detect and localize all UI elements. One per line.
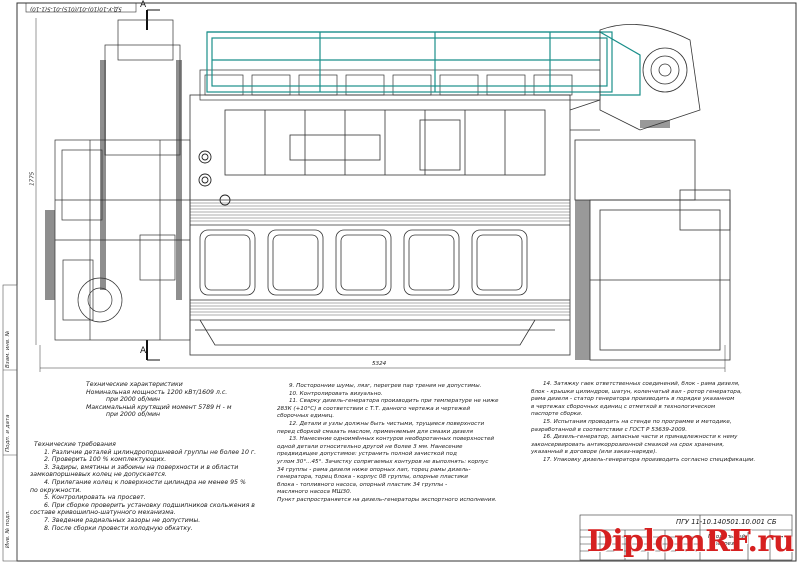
title-block-sheet: 17 — [776, 536, 784, 542]
specs-line: при 2000 об/мин — [106, 411, 161, 419]
technical-requirements-left: Технические требования 1. Различие детал… — [30, 441, 256, 532]
technical-requirements-middle: 9. Посторонние шумы, лязг, перегрев пар … — [277, 383, 498, 505]
requirement-item: углом 30°...45°. Зачистку сопрягаемых ко… — [277, 458, 489, 465]
brand-watermark: DiplomRF.ru — [586, 524, 795, 559]
requirement-item: замковпоршневых колец не допускается. — [30, 471, 167, 479]
requirement-item: по окружности. — [30, 486, 82, 494]
requirement-item: 14. Затяжку гаек ответственных соединени… — [543, 381, 740, 387]
requirement-item: 1. Различие деталей цилиндропоршневой гр… — [44, 448, 257, 456]
requirement-item: блок - крышки цилиндров, шатун, коленчат… — [531, 388, 743, 395]
specs-line: при 2000 об/мин — [106, 396, 161, 404]
specs-heading: Технические характеристики — [86, 381, 183, 388]
requirement-item: 4. Прилегание колец к поверхности цилинд… — [44, 478, 246, 486]
requirements-heading: Технические требования — [34, 441, 116, 448]
requirement-item: сборочных единиц. — [277, 413, 335, 420]
requirement-item: одной детали относительно другой не боле… — [277, 443, 463, 450]
top-drawing-code: 5Д-У-10(10)-01/(015)-01-5(1-10) — [30, 5, 122, 12]
requirement-item: масляного насоса МШ30. — [277, 489, 352, 496]
requirement-item: 15. Испытания проводить на стенде по про… — [543, 418, 732, 425]
requirement-item: перед сборкой смазать маслом, применяемы… — [277, 428, 473, 435]
requirement-item: 13. Нанесение одноимённых контуров необо… — [289, 436, 495, 443]
requirement-item: 3. Задиры, вмятины и забоины на поверхно… — [44, 463, 239, 471]
specs-line: Максимальный крутящий момент 5789 Н - м — [86, 403, 232, 411]
section-mark-bottom: А — [140, 346, 147, 356]
side-label: Взам. инв. № — [5, 330, 11, 368]
requirement-item: указанный в договоре (или заказ-наряде). — [531, 449, 658, 456]
requirement-item: составе кривошипно-шатунного механизма. — [30, 509, 176, 517]
requirement-item: 2. Проверить 100 % комплектующих. — [44, 456, 167, 464]
requirement-item: 34 группы - рама дизеля ниже опорных лап… — [277, 466, 471, 473]
requirement-item: Пункт распространяется на дизель-генерат… — [277, 496, 497, 503]
requirement-item: блока - топливного насоса, опорный пласт… — [277, 481, 448, 488]
specs-line: Номинальная мощность 1200 кВт/1609 л.с. — [86, 388, 228, 396]
requirement-item: 17. Упаковку дизель-генератора производи… — [543, 456, 756, 463]
section-mark-top: А — [140, 0, 147, 10]
requirement-item: рама дизеля - статор генератора производ… — [531, 396, 735, 403]
requirement-item: 16. Дизель-генератор, запасные части и п… — [543, 434, 738, 441]
requirement-item: 7. Зведение радиальных зазоры не допусти… — [44, 516, 201, 524]
side-label: Инв. № подл. — [5, 510, 11, 548]
title-block-name-1: Продольный — [708, 534, 746, 540]
requirement-item: 5. Контролировать на просвет. — [44, 494, 146, 502]
requirement-item: 283К (+10°С) в соответствии с Т.Т. данно… — [277, 405, 470, 412]
requirement-item: паспорте сборки. — [531, 411, 583, 418]
dimension-height: 1775 — [29, 171, 36, 186]
requirement-item: законсервировать антикоррозионной смазко… — [531, 441, 725, 448]
requirement-item: разработанной в соответствии с ГОСТ Р 53… — [531, 426, 688, 433]
side-label: Подп. и дата — [5, 414, 11, 452]
requirement-item: генератора, торец блока - корпус 08 груп… — [277, 474, 468, 481]
requirement-item: 10. Контролировать визуально. — [289, 390, 383, 397]
title-block-doc-code: ПГУ 11-10.140501.10.001 СБ — [676, 518, 777, 526]
requirement-item: 8. После сборки провести холодную обкатк… — [44, 524, 193, 532]
technical-characteristics: Технические характеристики Номинальная м… — [86, 381, 232, 419]
requirement-item: 12. Детали и узлы должны быть чистыми, т… — [289, 420, 485, 427]
requirement-item: в чертежах сборочных единиц с отметкой в… — [531, 403, 716, 410]
technical-requirements-right: 14. Затяжку гаек ответственных соединени… — [531, 381, 755, 465]
requirement-item: 6. При сборке проверить установку подшип… — [44, 501, 255, 509]
title-block-name-2: разрез — [714, 541, 734, 547]
requirement-item: 11. Сварку дизель-генератора производить… — [289, 398, 499, 405]
dimension-overall-length: 5324 — [372, 361, 387, 367]
requirement-item: 9. Посторонние шумы, лязг, перегрев пар … — [289, 383, 482, 389]
requirement-item: предвидящее допустимое: устранить полной… — [277, 451, 457, 458]
